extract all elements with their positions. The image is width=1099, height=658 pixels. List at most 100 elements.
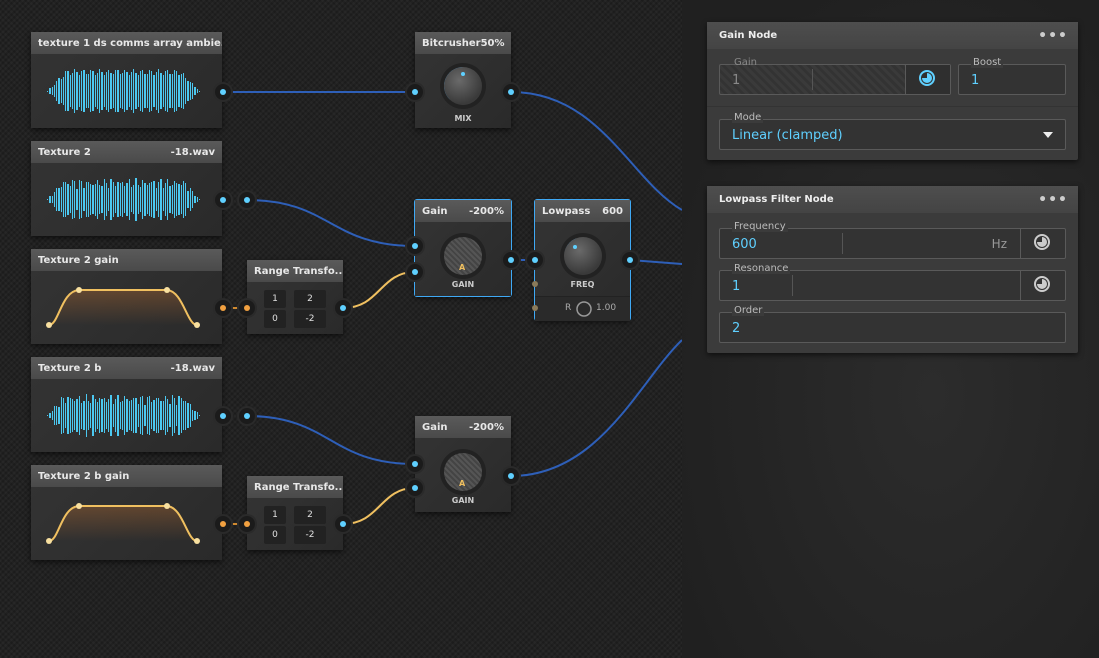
gain-knob[interactable]: A	[444, 237, 482, 275]
node-title: Gain	[422, 421, 448, 433]
frequency-field[interactable]: Frequency 600 Hz	[719, 221, 1066, 259]
waveform-bar	[155, 187, 158, 212]
gain-knob[interactable]: A	[444, 453, 482, 491]
output-port[interactable]	[503, 84, 519, 100]
output-port[interactable]	[335, 516, 351, 532]
waveform-bar	[158, 69, 160, 113]
waveform-bar	[133, 69, 135, 113]
waveform-bar	[114, 70, 117, 112]
input-port[interactable]	[407, 480, 423, 496]
waveform-bar	[153, 74, 155, 108]
automation-button[interactable]	[1020, 229, 1065, 258]
output-port[interactable]	[239, 192, 255, 208]
resonance-mini-knob[interactable]	[575, 300, 593, 318]
waveform-bar	[105, 183, 108, 216]
waveform-bar	[85, 73, 87, 109]
waveform-bar	[189, 81, 191, 101]
waveform-bar	[126, 71, 128, 111]
waveform-bar	[56, 81, 58, 101]
waveform-bar	[146, 397, 148, 434]
node-graph-canvas[interactable]: texture 1 ds comms array ambie... Textur…	[0, 0, 682, 658]
output-port[interactable]	[622, 252, 638, 268]
waveform-bar	[51, 411, 53, 420]
caret-down-icon	[1043, 132, 1053, 138]
output-port[interactable]	[215, 516, 231, 532]
node-gain-1[interactable]: Gain -200% A GAIN	[415, 200, 511, 296]
input-port[interactable]	[407, 84, 423, 100]
waveform-bar	[53, 192, 56, 207]
mix-knob[interactable]	[444, 67, 482, 105]
output-port[interactable]	[215, 84, 231, 100]
mode-select[interactable]: Mode Linear (clamped)	[719, 112, 1066, 150]
waveform-bar	[47, 199, 49, 200]
waveform-bar	[135, 397, 137, 434]
node-range-transform-1[interactable]: Range Transfo... 1 2 0 -2	[247, 260, 343, 334]
boost-field[interactable]: Boost 1	[958, 57, 1066, 95]
waveform-bar	[108, 398, 110, 433]
node-range-transform-2[interactable]: Range Transfo... 1 2 0 -2	[247, 476, 343, 550]
resonance-label: R	[565, 303, 572, 313]
waveform-bar	[53, 85, 56, 97]
node-bitcrusher[interactable]: Bitcrusher 50% MIX	[415, 32, 511, 128]
waveform-bar	[153, 399, 155, 432]
waveform-bar	[60, 186, 62, 213]
waveform-bar	[105, 402, 108, 429]
modulation-input-dot[interactable]	[532, 305, 538, 311]
waveform-bar	[173, 181, 176, 218]
output-port[interactable]	[215, 300, 231, 316]
output-port[interactable]	[215, 192, 231, 208]
order-field[interactable]: Order 2	[719, 305, 1066, 343]
node-texture1[interactable]: texture 1 ds comms array ambie...	[31, 32, 222, 128]
waveform-bar	[76, 72, 78, 110]
modulation-input-dot[interactable]	[532, 281, 538, 287]
card-divider	[707, 106, 1078, 107]
output-port[interactable]	[503, 468, 519, 484]
range-out-max[interactable]: 2	[294, 290, 326, 308]
node-texture2-gain[interactable]: Texture 2 gain	[31, 249, 222, 344]
waveform-bar	[128, 400, 130, 430]
range-out-min[interactable]: -2	[294, 310, 326, 328]
range-out-max[interactable]: 2	[294, 506, 326, 524]
input-port[interactable]	[407, 456, 423, 472]
waveform-bar	[137, 184, 139, 215]
node-lowpass[interactable]: Lowpass 600 FREQ R 1.00	[535, 200, 630, 321]
waveform-bar	[51, 196, 53, 203]
range-in-max[interactable]: 1	[264, 506, 286, 524]
node-texture2b-gain[interactable]: Texture 2 b gain	[31, 465, 222, 560]
resonance-field[interactable]: Resonance 1	[719, 263, 1066, 301]
input-port[interactable]	[239, 300, 255, 316]
output-port[interactable]	[215, 408, 231, 424]
waveform-bar	[94, 399, 96, 432]
node-value: 50%	[480, 37, 505, 49]
waveform-bar	[146, 184, 148, 215]
node-gain-2[interactable]: Gain -200% A GAIN	[415, 416, 511, 512]
more-dots-icon[interactable]: •••	[1038, 27, 1068, 44]
node-texture2b[interactable]: Texture 2 b -18.wav	[31, 357, 222, 452]
more-dots-icon[interactable]: •••	[1038, 191, 1068, 208]
input-port[interactable]	[407, 264, 423, 280]
automation-button[interactable]	[905, 65, 950, 94]
output-port[interactable]	[335, 300, 351, 316]
range-in-min[interactable]: 0	[264, 310, 286, 328]
range-in-max[interactable]: 1	[264, 290, 286, 308]
field-value: 600	[732, 237, 757, 252]
input-port[interactable]	[407, 238, 423, 254]
input-port[interactable]	[239, 516, 255, 532]
waveform-bar	[99, 184, 101, 215]
waveform-display	[47, 393, 201, 438]
waveform-bar	[78, 395, 80, 436]
freq-knob[interactable]	[563, 237, 602, 275]
waveform-bar	[103, 178, 105, 221]
input-port[interactable]	[527, 252, 543, 268]
automation-button[interactable]	[1020, 271, 1065, 300]
waveform-bar	[74, 69, 76, 113]
node-texture2[interactable]: Texture 2 -18.wav	[31, 141, 222, 236]
waveform-bar	[130, 71, 133, 111]
output-port[interactable]	[503, 252, 519, 268]
gain-field[interactable]: Gain 1	[719, 57, 951, 95]
output-port[interactable]	[239, 408, 255, 424]
waveform-bar	[83, 400, 85, 430]
range-in-min[interactable]: 0	[264, 526, 286, 544]
range-out-min[interactable]: -2	[294, 526, 326, 544]
waveform-bar	[101, 398, 103, 433]
